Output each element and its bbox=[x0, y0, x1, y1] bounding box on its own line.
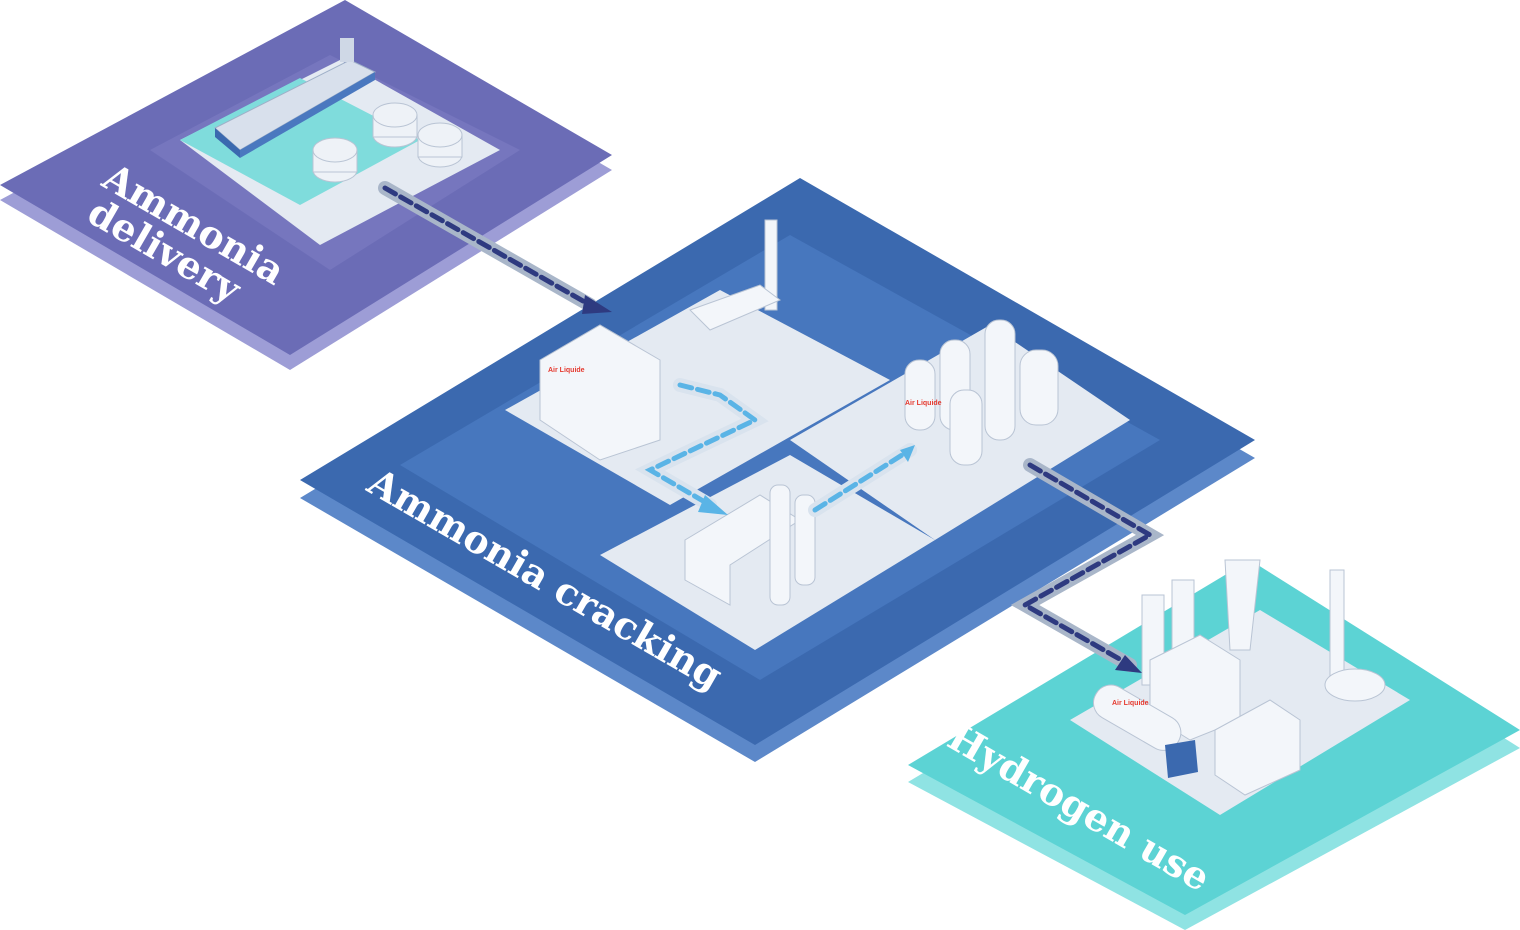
separation-platform bbox=[600, 455, 935, 650]
ammonia-delivery-tile: Ammonia delivery bbox=[0, 0, 612, 370]
storage-tanks-icon bbox=[312, 102, 463, 183]
air-liquide-logo: Air Liquide bbox=[548, 367, 585, 374]
arrow-head-icon bbox=[1115, 655, 1142, 673]
hydrogen-use-tile: Air Liquide Hydrogen use bbox=[908, 559, 1520, 930]
air-liquide-logo-2: Air Liquide bbox=[905, 400, 942, 407]
separation-unit-icon bbox=[684, 484, 816, 606]
pipelines bbox=[378, 181, 1165, 673]
water bbox=[180, 78, 420, 205]
cracker-building-icon bbox=[539, 219, 781, 461]
arrow-head-icon bbox=[900, 445, 915, 462]
tanker-truck-icon bbox=[1093, 684, 1198, 778]
arrow-head-icon bbox=[698, 495, 728, 515]
arrow-head-icon bbox=[582, 295, 612, 314]
air-liquide-logo-3: Air Liquide bbox=[1112, 700, 1149, 707]
factory-icon bbox=[1141, 559, 1386, 796]
ammonia-cracking-tile: Air Liquide Air Liquide Ammonia cracking bbox=[300, 178, 1255, 762]
purification-columns-icon bbox=[904, 319, 1059, 466]
ship-icon bbox=[214, 38, 377, 158]
